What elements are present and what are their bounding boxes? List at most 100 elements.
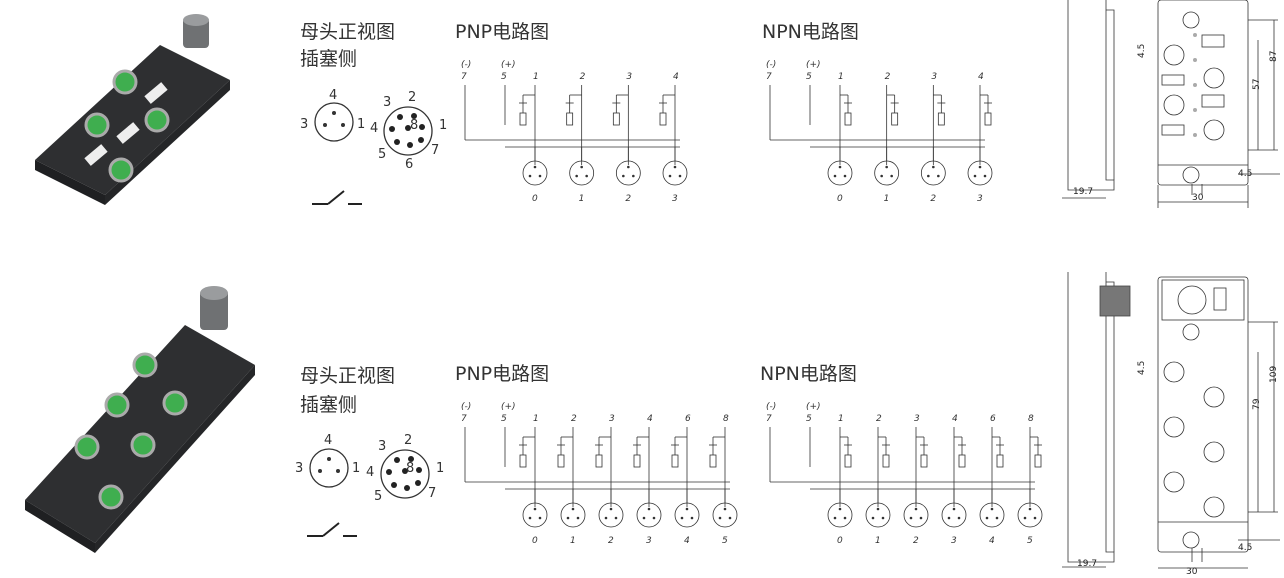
port-pin <box>538 516 542 520</box>
port-label: 2 <box>608 536 614 546</box>
port-pin <box>1033 516 1037 520</box>
port-pin <box>604 516 608 520</box>
port-pin <box>973 174 977 178</box>
plug-side-label: 插塞侧 <box>300 48 358 70</box>
circuit-label: 5 <box>806 72 812 82</box>
product-image-6port <box>25 286 255 553</box>
port-label: 3 <box>672 194 678 204</box>
m12-pin-6: 6 <box>405 157 414 172</box>
port-label: 3 <box>646 536 652 546</box>
circuit-label: (+) <box>501 402 516 412</box>
m8-pin-1: 1 <box>357 117 366 132</box>
port-pin <box>909 516 913 520</box>
port-label: 2 <box>625 194 631 204</box>
resistor <box>920 454 928 468</box>
m12-pin-7: 7 <box>431 143 440 158</box>
port-pin <box>647 507 651 511</box>
port-pin <box>685 507 689 511</box>
port-label: 3 <box>977 194 983 204</box>
circuit-label: (-) <box>461 60 471 70</box>
circuit-label: (-) <box>766 60 776 70</box>
dimension-drawing <box>1062 272 1280 569</box>
circuit-label: (-) <box>766 402 776 412</box>
m12-pin-5: 5 <box>378 147 387 162</box>
port-pin <box>932 165 935 169</box>
pnp-circuit-title: PNP电路图 <box>455 21 550 43</box>
circuit-label: 5 <box>501 72 507 82</box>
m12-pin-4: 4 <box>370 121 379 136</box>
channel-label: 2 <box>876 414 882 424</box>
circuit-label: (+) <box>806 402 821 412</box>
port-pin <box>885 165 888 169</box>
port-pin <box>990 507 994 511</box>
resistor <box>671 454 679 468</box>
dim-height-total: 87 <box>1269 50 1279 62</box>
port-pin <box>833 174 837 178</box>
port-pin <box>678 174 682 178</box>
channel-label: 3 <box>626 72 632 82</box>
circuit-label: 5 <box>806 414 812 424</box>
m12-pin-4: 4 <box>366 465 375 480</box>
channel-label: 4 <box>978 72 984 82</box>
m12-pin-3: 3 <box>383 95 392 110</box>
channel-label: 4 <box>952 414 958 424</box>
port-pin <box>978 165 982 169</box>
m8-pin-1: 1 <box>352 461 361 476</box>
port-label: 3 <box>951 536 957 546</box>
circuit-label: 7 <box>766 414 772 424</box>
resistor <box>891 112 899 126</box>
port-pin <box>627 165 630 169</box>
port-pin <box>528 516 532 520</box>
port-pin <box>890 174 893 178</box>
port-pin <box>838 165 842 169</box>
m12-pin-7: 7 <box>428 486 437 501</box>
port-pin <box>1028 507 1032 511</box>
m12-pin-8: 8 <box>406 461 415 476</box>
port-pin <box>585 174 588 178</box>
port-pin <box>652 516 656 520</box>
resistor <box>519 454 527 468</box>
dim-width: 30 <box>1192 193 1204 203</box>
port-label: 2 <box>913 536 919 546</box>
channel-label: 8 <box>1028 414 1034 424</box>
dim-height-total: 109 <box>1269 365 1279 383</box>
resistor <box>882 454 890 468</box>
female-front-view-label: 母头正视图 <box>300 365 396 387</box>
dim-depth: 19.7 <box>1077 559 1098 569</box>
dimension-drawing <box>1062 0 1280 208</box>
circuit-label: (+) <box>501 60 516 70</box>
channel-label: 3 <box>914 414 920 424</box>
m12-pin-5: 5 <box>374 489 383 504</box>
port-pin <box>642 516 646 520</box>
resistor <box>633 454 641 468</box>
port-pin <box>728 516 732 520</box>
port-pin <box>843 516 847 520</box>
circuit-label: 7 <box>461 72 467 82</box>
resistor <box>595 454 603 468</box>
switch-symbol <box>312 190 362 205</box>
m12-pin-8: 8 <box>410 118 419 133</box>
m12-pinout-icon <box>383 106 433 156</box>
channel-label: 1 <box>533 414 539 424</box>
port-pin <box>983 174 987 178</box>
port-pin <box>680 516 684 520</box>
resistor <box>557 454 565 468</box>
port-pin <box>576 516 580 520</box>
channel-label: 1 <box>838 414 844 424</box>
port-pin <box>723 507 727 511</box>
dim-offset-top: 4.5 <box>1137 360 1147 375</box>
port-pin <box>833 516 837 520</box>
port-label: 1 <box>570 536 576 546</box>
channel-label: 4 <box>673 72 679 82</box>
resistor <box>709 454 717 468</box>
resistor <box>844 112 852 126</box>
channel-label: 4 <box>647 414 653 424</box>
port-pin <box>914 507 918 511</box>
port-pin <box>668 174 672 178</box>
port-label: 0 <box>837 536 843 546</box>
channel-label: 3 <box>609 414 615 424</box>
channel-label: 2 <box>580 72 586 82</box>
port-pin <box>985 516 989 520</box>
